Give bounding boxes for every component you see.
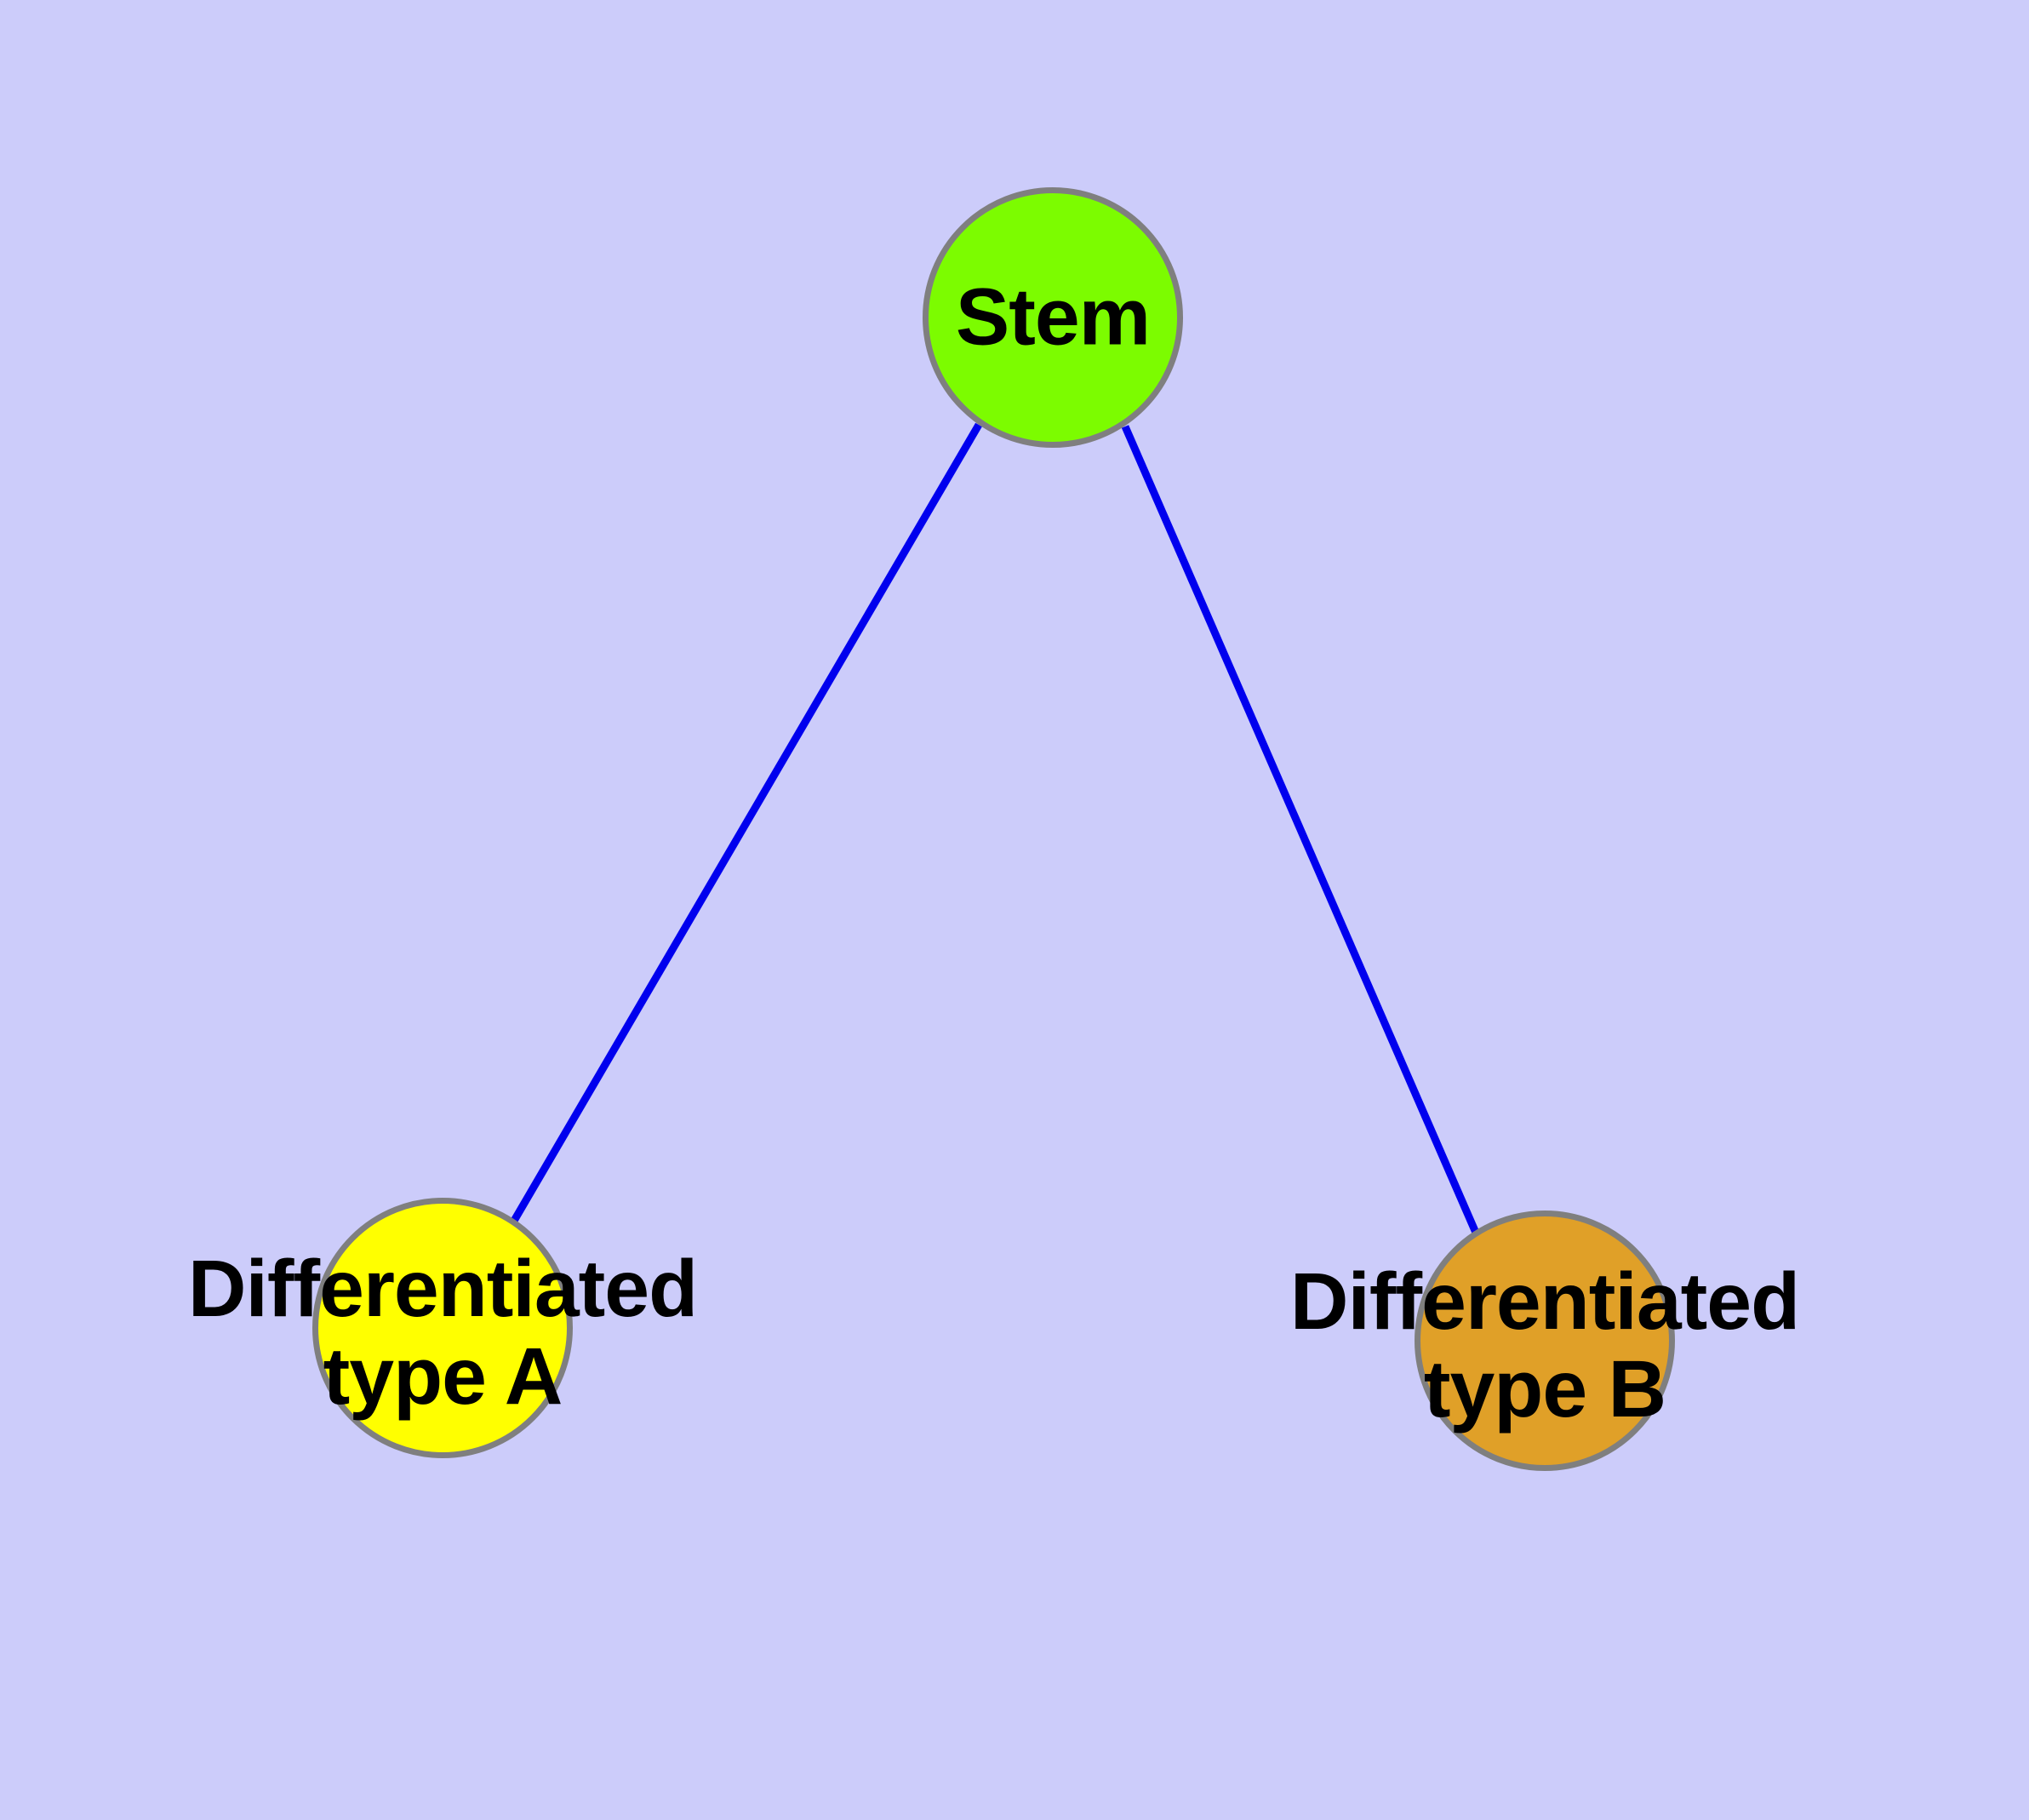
node-differentiated-type-a[interactable] (312, 1198, 573, 1458)
node-stem[interactable] (923, 187, 1183, 448)
edge-stem-to-diff-b[interactable] (1121, 425, 1480, 1234)
node-differentiated-type-b[interactable] (1415, 1210, 1675, 1471)
edge-stem-to-diff-a[interactable] (511, 422, 982, 1223)
